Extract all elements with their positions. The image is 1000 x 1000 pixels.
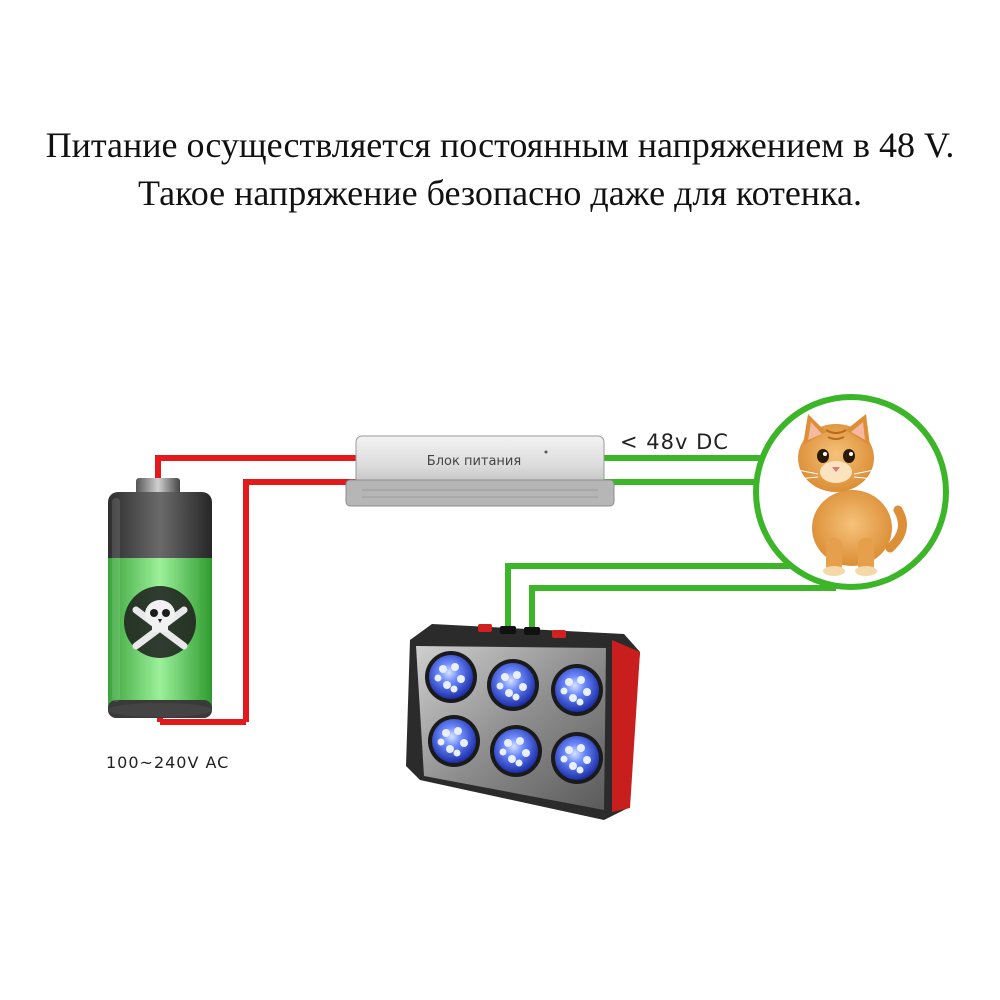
ac-wire-1 [155,455,356,482]
kitten-icon [797,414,907,576]
dc-wires [505,455,836,630]
dc-wire-4 [529,585,836,630]
led-lamp-icon [406,624,640,820]
led-module [425,651,477,703]
headline-line-1: Питание осуществляется постоянным напряж… [45,125,955,165]
battery-icon [108,478,212,718]
ac-wires [155,455,356,725]
led-module [428,715,480,767]
skull-crossbones-icon [124,586,196,658]
psu-label: Блок питания [427,454,521,469]
ac-wire-2 [243,479,356,722]
led-module [551,664,603,716]
dc-output-label: < 48v DC [620,430,729,454]
led-module [551,732,603,784]
led-module [490,725,542,777]
led-array [425,651,603,784]
led-module [487,659,539,711]
headline-line-2: Такое напряжение безопасно даже для коте… [138,173,862,213]
ac-input-label: 100~240V AC [106,753,229,772]
power-supply: Блок питания [345,435,615,507]
dc-wire-3 [505,563,790,630]
kitten-node [753,394,949,590]
